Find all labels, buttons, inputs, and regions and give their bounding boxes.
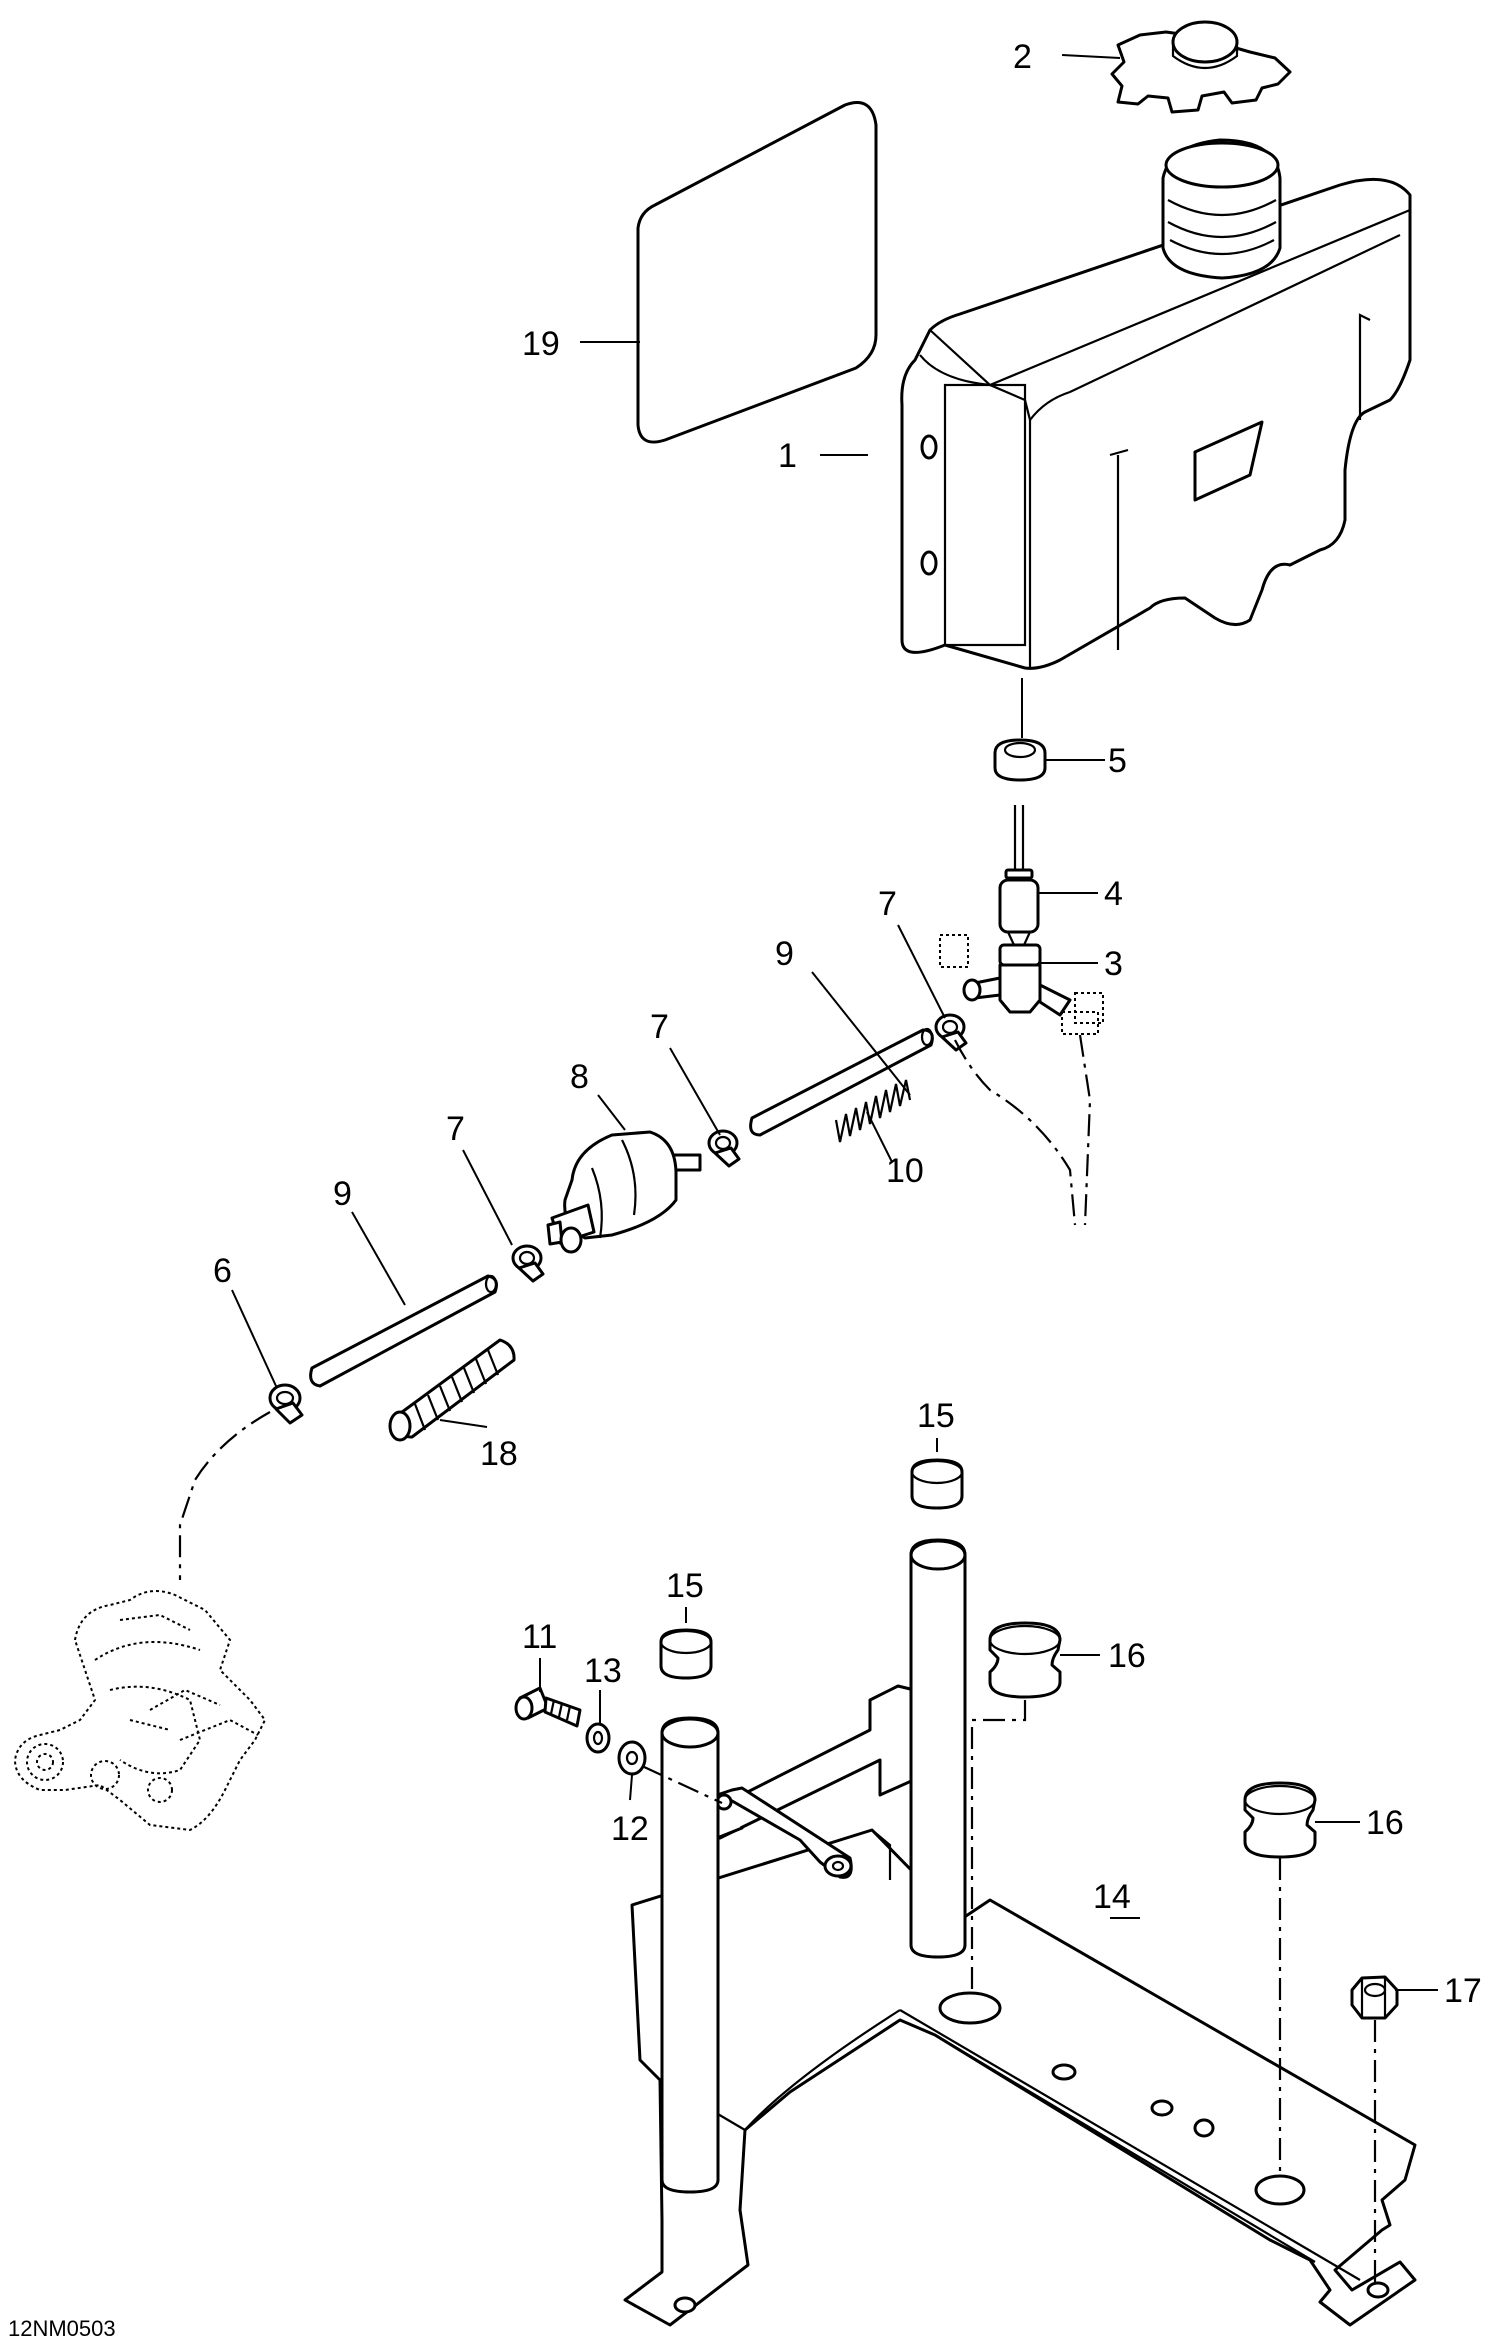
callout-3: 3 xyxy=(1104,945,1123,983)
callout-17: 17 xyxy=(1444,1972,1482,2010)
plug-cap-top-part-15 xyxy=(910,1458,964,1510)
callout-14: 14 xyxy=(1093,1878,1131,1916)
fuel-pickup-part-4 xyxy=(998,805,1040,947)
callout-13: 13 xyxy=(584,1652,622,1690)
callout-16-lower: 16 xyxy=(1366,1804,1404,1842)
lock-washer-part-13 xyxy=(585,1722,611,1754)
hose-clamp-right-part-7 xyxy=(934,1013,968,1052)
callout-18: 18 xyxy=(480,1435,518,1473)
fuel-line-routing xyxy=(178,678,1377,2285)
callout-12: 12 xyxy=(611,1810,649,1848)
hose-clamp-middle-part-7 xyxy=(707,1129,741,1168)
spring-part-10 xyxy=(834,1079,912,1143)
fuel-valve-part-3 xyxy=(939,934,1104,1035)
callout-labels: 2 19 1 5 4 3 7 9 7 8 7 9 6 10 18 15 15 1… xyxy=(213,38,1482,2010)
callout-15-top: 15 xyxy=(917,1397,955,1435)
callout-7-middle: 7 xyxy=(650,1008,669,1046)
carburetor-reference-outline xyxy=(13,1590,267,1832)
fuel-tank-part-1 xyxy=(900,138,1412,670)
grommet-upper-part-16 xyxy=(988,1621,1062,1699)
figure-code: 12NM0503 xyxy=(8,2316,116,2341)
label-sheet-part-19 xyxy=(636,101,878,444)
nut-part-17 xyxy=(1350,1975,1399,2020)
callout-5: 5 xyxy=(1108,742,1127,780)
fuel-hose-lower-part-9 xyxy=(309,1274,498,1388)
callout-16-upper: 16 xyxy=(1108,1637,1146,1675)
grommet-lower-part-16 xyxy=(1243,1781,1317,1859)
hose-clamp-left-part-7 xyxy=(511,1244,545,1283)
callout-15-mid: 15 xyxy=(666,1567,704,1605)
callout-7-left: 7 xyxy=(446,1110,465,1148)
callout-10: 10 xyxy=(886,1152,924,1190)
callout-4: 4 xyxy=(1104,875,1123,913)
plug-cap-mid-part-15 xyxy=(659,1628,713,1680)
stand-frame-part-14 xyxy=(623,1538,1417,2327)
callout-1: 1 xyxy=(778,437,797,475)
callout-leaders xyxy=(231,54,1438,1991)
callout-6: 6 xyxy=(213,1252,232,1290)
hose-clamp-part-6 xyxy=(268,1383,304,1425)
tank-cap-part-2 xyxy=(1110,20,1292,114)
flat-washer-part-12 xyxy=(617,1740,647,1776)
grommet-part-5 xyxy=(993,738,1047,782)
callout-9-upper: 9 xyxy=(775,935,794,973)
callout-11: 11 xyxy=(522,1618,557,1656)
bolt-part-11 xyxy=(514,1686,582,1728)
callout-8: 8 xyxy=(570,1058,589,1096)
callout-2: 2 xyxy=(1013,38,1032,76)
fuel-filter-part-8 xyxy=(546,1130,702,1254)
callout-7-right: 7 xyxy=(878,885,897,923)
callout-19: 19 xyxy=(522,325,560,363)
spring-part-18 xyxy=(388,1338,516,1442)
callout-9-lower: 9 xyxy=(333,1175,352,1213)
fuel-hose-upper-part-9 xyxy=(749,1027,934,1137)
